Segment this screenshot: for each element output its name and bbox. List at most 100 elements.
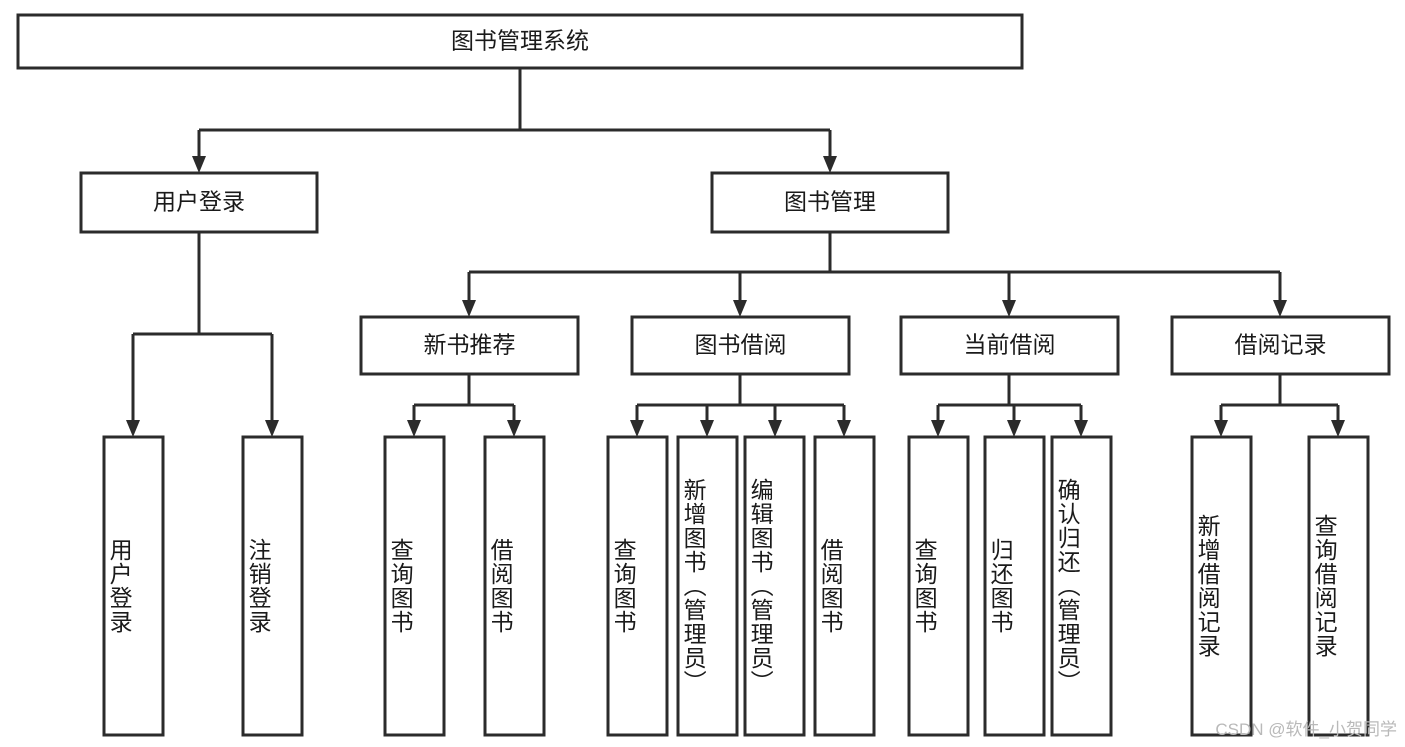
nodes-layer: 图书管理系统用户登录图书管理新书推荐图书借阅当前借阅借阅记录用户登录注销登录查询… <box>16 13 1391 737</box>
node-box <box>483 435 546 737</box>
node-label: 图书管理 <box>784 189 876 215</box>
arrow-head-icon <box>462 300 476 317</box>
node-leaf-query-book-2[interactable]: 查询图书 <box>606 435 669 737</box>
node-leaf-add-borrow-record[interactable]: 新增借阅记录 <box>1190 435 1253 737</box>
arrow-head-icon <box>1273 300 1287 317</box>
arrow-head-icon <box>1002 300 1016 317</box>
node-label: 新书推荐 <box>424 332 516 358</box>
node-label-wrap: 查询图书 <box>610 538 637 634</box>
node-leaf-edit-book-admin[interactable]: 编辑图书（管理员） <box>743 435 806 737</box>
node-label-wrap: 确认归还（管理员） <box>1054 478 1081 694</box>
node-leaf-query-book-3[interactable]: 查询图书 <box>907 435 970 737</box>
connectors-layer <box>126 68 1345 437</box>
node-label: 用户登录 <box>153 189 245 215</box>
connector-from-root <box>192 68 837 173</box>
connector-from-user-login <box>126 232 279 437</box>
arrow-head-icon <box>126 420 140 437</box>
node-label-wrap: 注销登录 <box>245 538 272 634</box>
node-box <box>241 435 304 737</box>
node-label: 借阅图书 <box>487 538 514 634</box>
node-box <box>710 171 950 234</box>
node-box <box>1050 435 1113 737</box>
node-label-wrap: 用户登录 <box>106 538 133 634</box>
node-box <box>743 435 806 737</box>
node-user-login[interactable]: 用户登录 <box>79 171 319 234</box>
node-box <box>899 315 1120 376</box>
node-box <box>79 171 319 234</box>
node-label: 查询借阅记录 <box>1311 514 1338 658</box>
arrow-head-icon <box>931 420 945 437</box>
node-leaf-borrow-book-2[interactable]: 借阅图书 <box>813 435 876 737</box>
arrow-head-icon <box>192 156 206 173</box>
node-leaf-return-book[interactable]: 归还图书 <box>983 435 1046 737</box>
node-label: 借阅记录 <box>1235 332 1327 358</box>
node-leaf-add-book-admin[interactable]: 新增图书（管理员） <box>676 435 739 737</box>
node-label-wrap: 借阅图书 <box>487 538 514 634</box>
node-label: 归还图书 <box>987 538 1014 634</box>
node-box <box>813 435 876 737</box>
node-label: 新增借阅记录 <box>1194 514 1221 658</box>
node-label: 当前借阅 <box>964 332 1056 358</box>
node-label-wrap: 新增借阅记录 <box>1194 514 1221 658</box>
node-leaf-user-logout[interactable]: 注销登录 <box>241 435 304 737</box>
node-leaf-confirm-return-admin[interactable]: 确认归还（管理员） <box>1050 435 1113 737</box>
node-box <box>359 315 580 376</box>
node-label: 图书管理系统 <box>451 28 589 54</box>
arrow-head-icon <box>1074 420 1088 437</box>
arrow-head-icon <box>1331 420 1345 437</box>
node-label-wrap: 查询借阅记录 <box>1311 514 1338 658</box>
node-label-wrap: 查询图书 <box>911 538 938 634</box>
node-label: 编辑图书（管理员） <box>747 478 774 694</box>
node-new-book-recommend[interactable]: 新书推荐 <box>359 315 580 376</box>
node-box <box>630 315 851 376</box>
node-box <box>1307 435 1370 737</box>
node-box <box>16 13 1024 70</box>
connector-from-new-book-recommend <box>407 374 521 437</box>
node-current-borrow[interactable]: 当前借阅 <box>899 315 1120 376</box>
node-leaf-query-book-1[interactable]: 查询图书 <box>383 435 446 737</box>
node-box <box>1190 435 1253 737</box>
node-box <box>102 435 165 737</box>
connector-from-book-manage <box>462 232 1287 317</box>
node-label-wrap: 新增图书（管理员） <box>680 478 707 694</box>
node-label: 查询图书 <box>610 538 637 634</box>
node-box <box>983 435 1046 737</box>
node-label: 确认归还（管理员） <box>1054 478 1081 694</box>
arrow-head-icon <box>837 420 851 437</box>
connector-from-borrow-record <box>1214 374 1345 437</box>
arrow-head-icon <box>1214 420 1228 437</box>
arrow-head-icon <box>768 420 782 437</box>
node-label-wrap: 编辑图书（管理员） <box>747 478 774 694</box>
node-label: 注销登录 <box>245 538 272 634</box>
node-label-wrap: 归还图书 <box>987 538 1014 634</box>
node-root[interactable]: 图书管理系统 <box>16 13 1024 70</box>
watermark-label: CSDN @软件_小贺同学 <box>1215 720 1397 739</box>
node-label: 新增图书（管理员） <box>680 478 707 694</box>
node-label-wrap: 查询图书 <box>387 538 414 634</box>
node-label: 图书借阅 <box>695 332 787 358</box>
arrow-head-icon <box>630 420 644 437</box>
node-box <box>676 435 739 737</box>
node-box <box>383 435 446 737</box>
node-leaf-user-login[interactable]: 用户登录 <box>102 435 165 737</box>
node-label: 查询图书 <box>911 538 938 634</box>
node-book-manage[interactable]: 图书管理 <box>710 171 950 234</box>
node-borrow-record[interactable]: 借阅记录 <box>1170 315 1391 376</box>
node-label: 用户登录 <box>106 538 133 634</box>
node-leaf-borrow-book-1[interactable]: 借阅图书 <box>483 435 546 737</box>
node-label: 借阅图书 <box>817 538 844 634</box>
node-box <box>907 435 970 737</box>
node-book-borrow[interactable]: 图书借阅 <box>630 315 851 376</box>
arrow-head-icon <box>1007 420 1021 437</box>
node-box <box>1170 315 1391 376</box>
arrow-head-icon <box>407 420 421 437</box>
connector-from-book-borrow <box>630 374 851 437</box>
arrow-head-icon <box>823 156 837 173</box>
arrow-head-icon <box>265 420 279 437</box>
node-label-wrap: 借阅图书 <box>817 538 844 634</box>
node-label: 查询图书 <box>387 538 414 634</box>
node-box <box>606 435 669 737</box>
arrow-head-icon <box>700 420 714 437</box>
node-leaf-query-borrow-record[interactable]: 查询借阅记录 <box>1307 435 1370 737</box>
